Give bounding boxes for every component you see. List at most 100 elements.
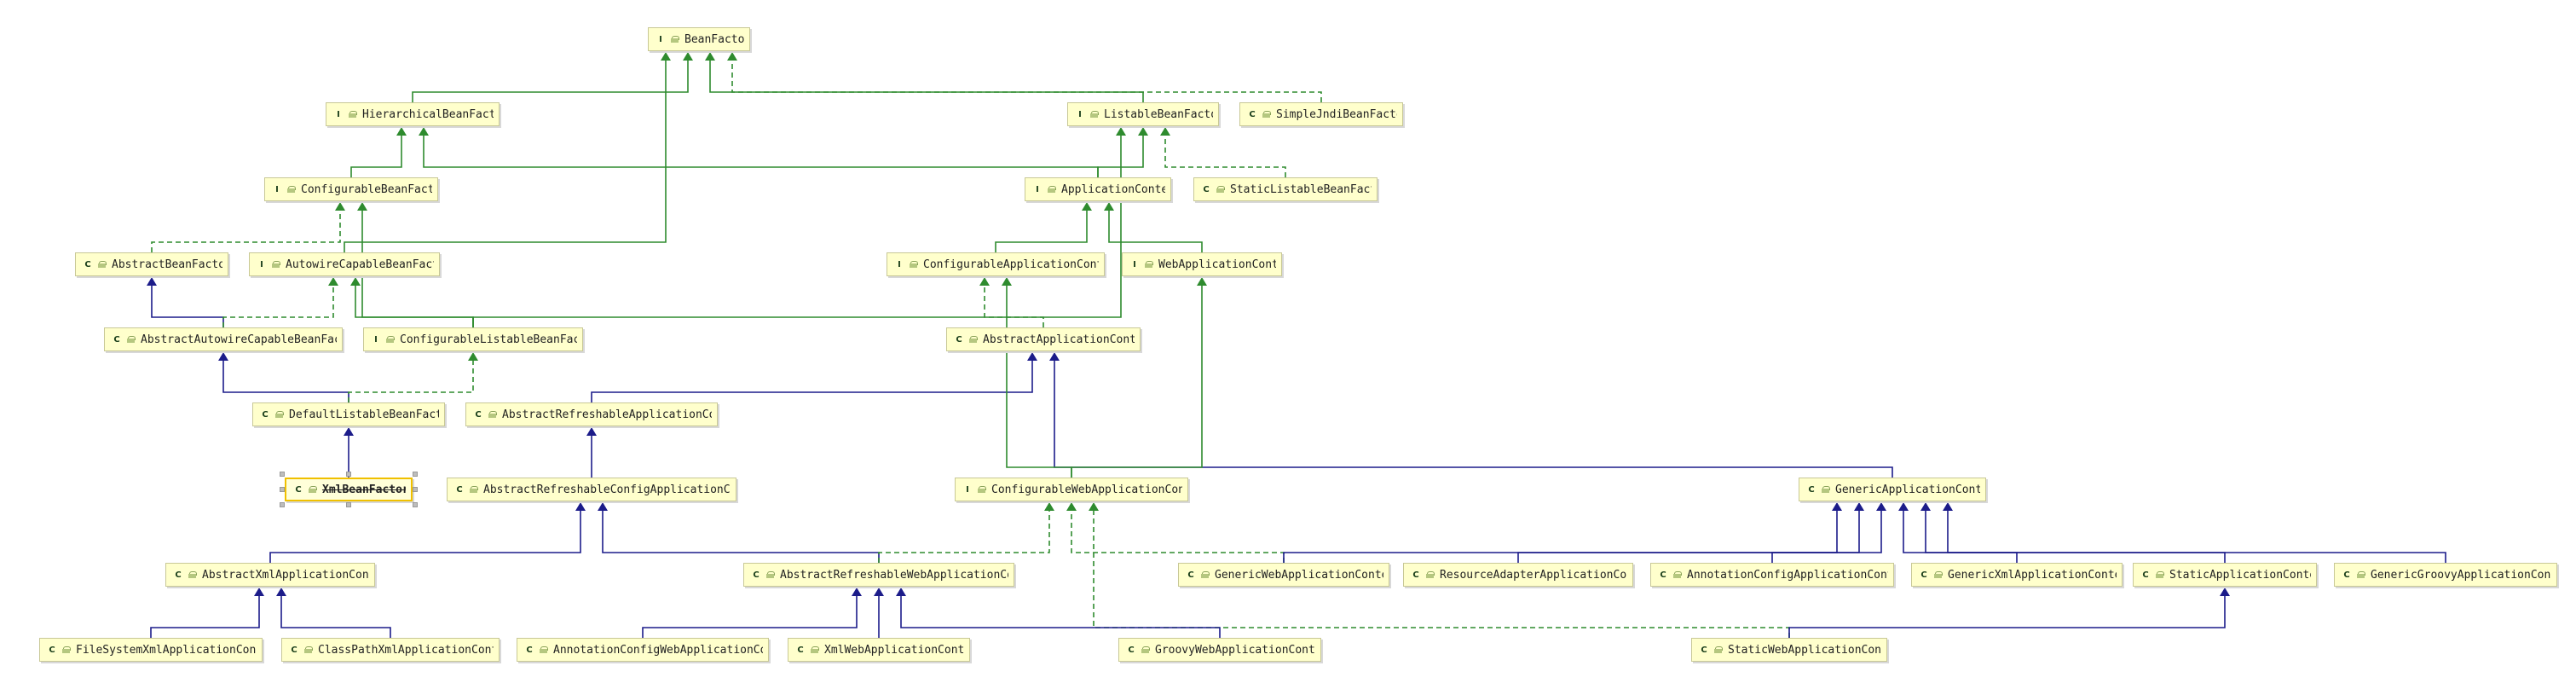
node-listablebeanfactory[interactable]: I ListableBeanFactory	[1067, 102, 1219, 126]
edge-configurablelistablebeanfactory-to-listablebeanfactory	[472, 134, 1122, 327]
arrowhead-icon	[1854, 502, 1864, 511]
selection-handle[interactable]	[346, 502, 351, 507]
node-abstractxmlapplicationcontext[interactable]: C AbstractXmlApplicationContex	[165, 563, 375, 587]
selection-handle[interactable]	[413, 502, 418, 507]
edge-abstractrefreshablewebapplicationcontext-to-abstractrefreshableconfigapplicationcontext	[602, 509, 880, 563]
public-visibility-icon	[62, 646, 71, 654]
node-genericwebapplicationcontext[interactable]: C GenericWebApplicationContex	[1178, 563, 1389, 587]
node-staticwebapplicationcontext[interactable]: C StaticWebApplicationContex	[1691, 638, 1887, 662]
node-simplejndibeanfactory[interactable]: C SimpleJndiBeanFactor	[1239, 102, 1403, 126]
node-abstractrefreshableconfigapplicationcontext[interactable]: C AbstractRefreshableConfigApplicationCo…	[447, 478, 736, 501]
edge-resourceadapterapplicationcontext-to-genericapplicationcontext	[1517, 509, 1860, 563]
selection-handle[interactable]	[280, 502, 285, 507]
class-badge-icon: C	[797, 645, 804, 655]
arrowhead-icon	[468, 352, 478, 361]
node-defaultlistablebeanfactory[interactable]: C DefaultListableBeanFactor	[252, 402, 445, 426]
node-annotationconfigapplicationcontext[interactable]: C AnnotationConfigApplicationContex	[1650, 563, 1894, 587]
public-visibility-icon	[1714, 646, 1723, 654]
public-visibility-icon	[127, 335, 136, 344]
node-applicationcontext[interactable]: I ApplicationContext	[1025, 177, 1171, 201]
node-abstractrefreshablewebapplicationcontext[interactable]: C AbstractRefreshableWebApplicationConte…	[743, 563, 1014, 587]
node-label: ConfigurableWebApplicationContex	[991, 483, 1182, 496]
public-visibility-icon	[1934, 570, 1943, 579]
public-visibility-icon	[386, 335, 395, 344]
arrowhead-icon	[575, 502, 586, 511]
node-xmlwebapplicationcontext[interactable]: C XmlWebApplicationContex	[788, 638, 970, 662]
public-visibility-icon	[188, 570, 197, 579]
node-hierarchicalbeanfactory[interactable]: I HierarchicalBeanFactor	[326, 102, 500, 126]
edge-classpathxmlapplicationcontext-to-abstractxmlapplicationcontext	[280, 594, 391, 638]
selection-handle[interactable]	[413, 487, 418, 492]
interface-badge-icon: I	[1133, 259, 1136, 269]
arrowhead-icon	[396, 127, 407, 136]
arrowhead-icon	[874, 588, 884, 596]
node-label: ResourceAdapterApplicationContex	[1440, 568, 1627, 582]
node-configurablelistablebeanfactory[interactable]: I ConfigurableListableBeanFactor	[363, 327, 583, 351]
node-filesystemxmlapplicationcontext[interactable]: C FileSystemXmlApplicationContex	[39, 638, 263, 662]
class-badge-icon: C	[295, 484, 302, 495]
node-label: GenericWebApplicationContex	[1215, 568, 1383, 582]
node-abstractautowirecapablebeanfactory[interactable]: C AbstractAutowireCapableBeanFactor	[104, 327, 343, 351]
node-genericgroovyapplicationcontext[interactable]: C GenericGroovyApplicationContex	[2334, 563, 2557, 587]
node-label: SimpleJndiBeanFactor	[1276, 107, 1397, 121]
node-label: GroovyWebApplicationContex	[1155, 643, 1315, 657]
node-label: BeanFactory	[684, 32, 744, 46]
node-label: StaticWebApplicationContex	[1728, 643, 1881, 657]
edge-genericwebapplicationcontext-to-genericapplicationcontext	[1283, 509, 1838, 563]
edge-staticlistablebeanfactory-to-listablebeanfactory	[1164, 134, 1286, 177]
node-resourceadapterapplicationcontext[interactable]: C ResourceAdapterApplicationContex	[1403, 563, 1633, 587]
public-visibility-icon	[540, 646, 548, 654]
class-badge-icon: C	[291, 645, 297, 655]
node-staticlistablebeanfactory[interactable]: C StaticListableBeanFactor	[1193, 177, 1378, 201]
node-abstractbeanfactory[interactable]: C AbstractBeanFactory	[75, 252, 228, 276]
node-genericapplicationcontext[interactable]: C GenericApplicationContex	[1799, 478, 1986, 501]
public-visibility-icon	[1048, 185, 1056, 194]
node-label: AbstractBeanFactory	[112, 258, 222, 271]
public-visibility-icon	[811, 646, 819, 654]
selection-handle[interactable]	[280, 487, 285, 492]
public-visibility-icon	[1141, 646, 1150, 654]
node-webapplicationcontext[interactable]: I WebApplicationContex	[1122, 252, 1282, 276]
node-groovywebapplicationcontext[interactable]: C GroovyWebApplicationContex	[1118, 638, 1321, 662]
node-label: XmlWebApplicationContex	[824, 643, 964, 657]
arrowhead-icon	[1082, 202, 1092, 211]
class-badge-icon: C	[1660, 570, 1666, 580]
node-configurableapplicationcontext[interactable]: I ConfigurableApplicationContex	[887, 252, 1105, 276]
public-visibility-icon	[2357, 570, 2365, 579]
node-autowirecapablebeanfactory[interactable]: I AutowireCapableBeanFactor	[249, 252, 440, 276]
public-visibility-icon	[98, 260, 107, 269]
node-configurablewebapplicationcontext[interactable]: I ConfigurableWebApplicationContex	[955, 478, 1188, 501]
selection-handle[interactable]	[413, 472, 418, 477]
node-label: HierarchicalBeanFactor	[362, 107, 494, 121]
public-visibility-icon	[1145, 260, 1153, 269]
node-label: AbstractApplicationContex	[983, 333, 1135, 346]
node-label: StaticListableBeanFactor	[1230, 182, 1372, 196]
node-annotationconfigwebapplicationcontext[interactable]: C AnnotationConfigWebApplicationContex	[517, 638, 769, 662]
node-abstractapplicationcontext[interactable]: C AbstractApplicationContex	[946, 327, 1141, 351]
arrowhead-icon	[896, 588, 906, 596]
node-classpathxmlapplicationcontext[interactable]: C ClassPathXmlApplicationContex	[281, 638, 500, 662]
arrowhead-icon	[218, 352, 228, 361]
class-badge-icon: C	[84, 259, 91, 269]
public-visibility-icon	[304, 646, 313, 654]
node-beanfactory[interactable]: I BeanFactory	[648, 27, 750, 51]
node-xmlbeanfactory[interactable]: C XmlBeanFactory	[285, 478, 413, 501]
class-badge-icon: C	[956, 334, 962, 344]
class-badge-icon: C	[1249, 109, 1256, 119]
selection-handle[interactable]	[346, 472, 351, 477]
arrowhead-icon	[598, 502, 608, 511]
node-genericxmlapplicationcontext[interactable]: C GenericXmlApplicationContex	[1911, 563, 2123, 587]
selection-handle[interactable]	[280, 472, 285, 477]
node-staticapplicationcontext[interactable]: C StaticApplicationContex	[2133, 563, 2317, 587]
arrowhead-icon	[419, 127, 429, 136]
public-visibility-icon	[275, 410, 284, 419]
node-label: AnnotationConfigApplicationContex	[1687, 568, 1888, 582]
edge-abstractrefreshableapplicationcontext-to-abstractapplicationcontext	[591, 359, 1033, 402]
public-visibility-icon	[1262, 110, 1271, 119]
node-abstractrefreshableapplicationcontext[interactable]: C AbstractRefreshableApplicationContex	[465, 402, 718, 426]
edge-configurablewebapplicationcontext-to-configurableapplicationcontext	[1006, 284, 1072, 478]
node-configurablebeanfactory[interactable]: I ConfigurableBeanFactor	[264, 177, 438, 201]
arrowhead-icon	[1027, 352, 1037, 361]
public-visibility-icon	[910, 260, 918, 269]
edge-simplejndibeanfactory-to-beanfactory	[731, 59, 1322, 102]
